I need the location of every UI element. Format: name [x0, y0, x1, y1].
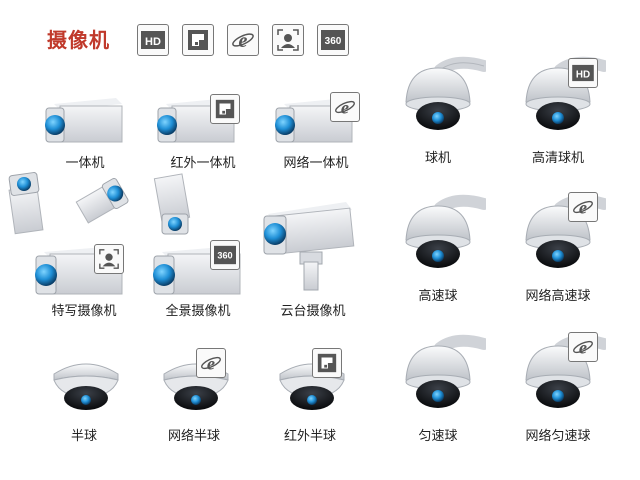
svg-text:e: e [239, 30, 248, 52]
camera-label: 匀速球 [418, 429, 458, 444]
camera-label: 一体机 [65, 156, 105, 171]
hd-icon: HD [137, 24, 169, 56]
camera-label: 网络高速球 [525, 289, 591, 304]
svg-text:e: e [341, 97, 349, 117]
constant-speed-dome-camera-image [405, 334, 486, 408]
infrared-icon [210, 94, 240, 124]
network-ie-icon: e [568, 332, 598, 362]
camera-label: 红外半球 [283, 429, 337, 444]
camera-label: 高清球机 [531, 151, 585, 166]
camera-label: 高速球 [418, 289, 458, 304]
camera-label: 网络半球 [167, 429, 221, 444]
half-dome-camera-image [53, 363, 119, 410]
hd-icon: HD [568, 58, 598, 88]
high-speed-dome-camera-image [405, 194, 486, 268]
portrait-icon [94, 244, 124, 274]
camera-label: 球机 [424, 151, 452, 166]
box-camera-image [45, 98, 123, 143]
svg-text:e: e [207, 353, 215, 373]
svg-text:360: 360 [217, 251, 232, 261]
panorama-360-icon: 360 [210, 240, 240, 270]
infrared-icon [182, 24, 214, 56]
camera-label: 全景摄像机 [165, 304, 231, 319]
portrait-icon [272, 24, 304, 56]
svg-text:HD: HD [576, 70, 590, 81]
svg-text:e: e [579, 197, 587, 217]
camera-label: 网络一体机 [283, 156, 349, 171]
speed-dome-camera-image [405, 56, 486, 130]
network-constant-speed-dome-camera-image [525, 334, 606, 408]
camera-label: 红外一体机 [170, 156, 236, 171]
network-ie-icon: e [568, 192, 598, 222]
page-title: 摄像机 [47, 28, 110, 52]
network-ie-icon: e [227, 24, 259, 56]
tilted-camera-image [8, 172, 44, 235]
panorama-360-icon: 360 [317, 24, 349, 56]
svg-text:HD: HD [145, 36, 161, 48]
camera-label: 特写摄像机 [51, 304, 117, 319]
camera-label: 云台摄像机 [280, 304, 346, 319]
infrared-icon [312, 348, 342, 378]
network-ie-icon: e [196, 348, 226, 378]
tilted-camera-image [75, 177, 129, 224]
camera-label: 网络匀速球 [525, 429, 591, 444]
pan-tilt-camera-image [263, 202, 355, 291]
svg-text:360: 360 [325, 36, 342, 47]
camera-label: 半球 [70, 429, 98, 444]
svg-text:e: e [579, 337, 587, 357]
network-ie-icon: e [330, 92, 360, 122]
tilted-camera-image [153, 173, 191, 235]
